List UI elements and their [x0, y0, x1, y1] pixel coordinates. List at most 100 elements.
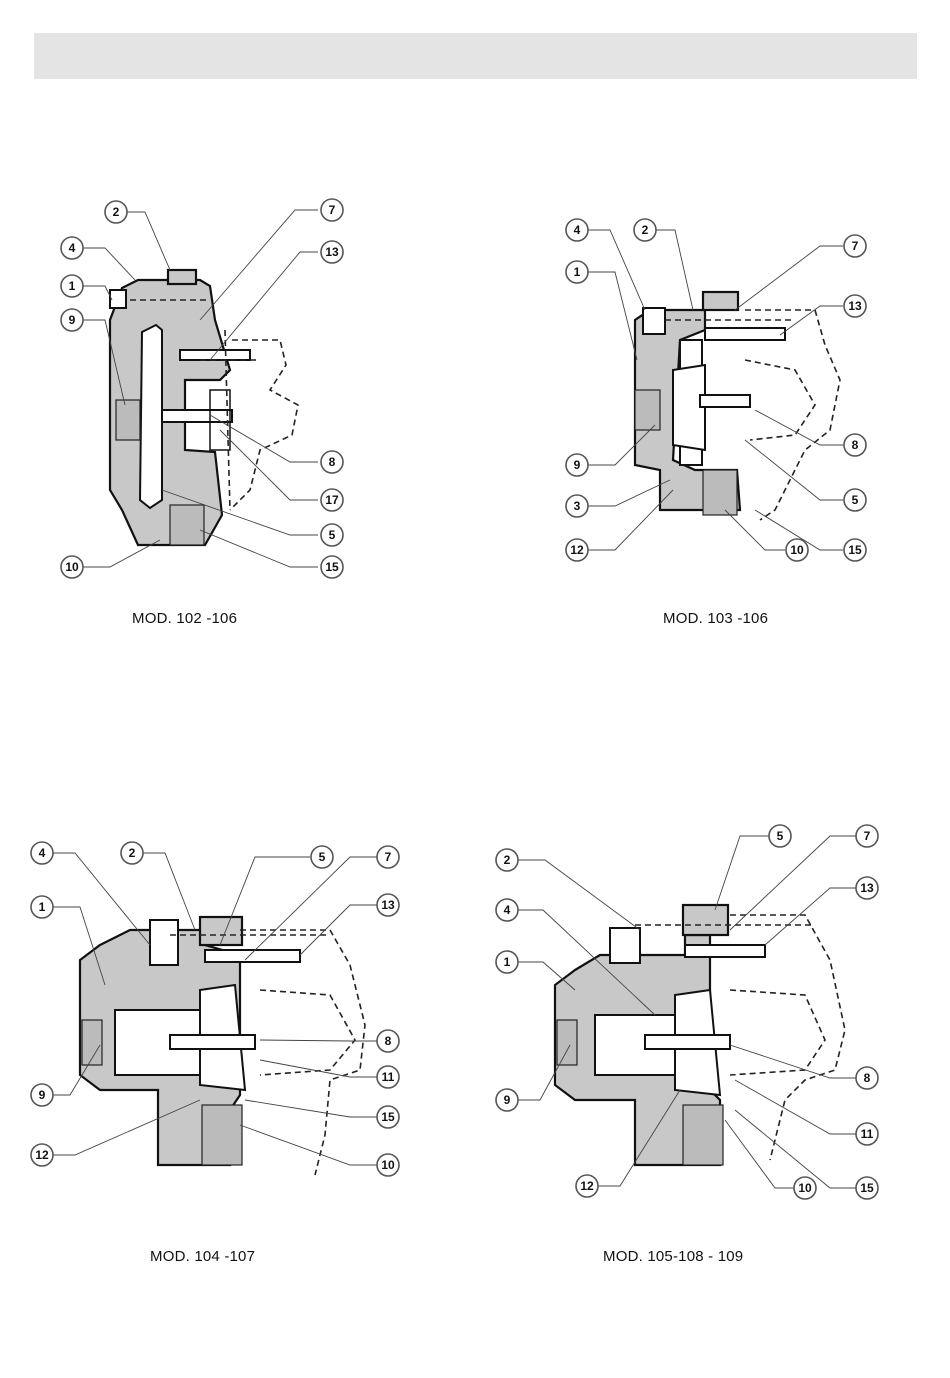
callout-15: 15 — [856, 1177, 878, 1199]
svg-text:8: 8 — [329, 455, 336, 469]
svg-text:8: 8 — [852, 438, 859, 452]
callout-3: 3 — [566, 495, 588, 517]
callout-8: 8 — [844, 434, 866, 456]
callout-5: 5 — [769, 825, 791, 847]
callout-12: 12 — [576, 1175, 598, 1197]
svg-text:11: 11 — [382, 1070, 395, 1084]
callout-13: 13 — [844, 295, 866, 317]
svg-text:9: 9 — [39, 1088, 46, 1102]
svg-text:13: 13 — [860, 881, 874, 895]
svg-text:13: 13 — [325, 245, 339, 259]
svg-text:13: 13 — [381, 898, 395, 912]
callout-9: 9 — [61, 309, 83, 331]
svg-text:4: 4 — [574, 223, 581, 237]
svg-text:15: 15 — [325, 560, 339, 574]
svg-text:1: 1 — [574, 265, 581, 279]
svg-text:15: 15 — [381, 1110, 395, 1124]
svg-text:5: 5 — [777, 829, 784, 843]
callout-13: 13 — [321, 241, 343, 263]
callout-2: 2 — [105, 201, 127, 223]
svg-text:10: 10 — [790, 543, 804, 557]
svg-text:1: 1 — [39, 900, 46, 914]
callout-1: 1 — [496, 951, 518, 973]
svg-text:13: 13 — [848, 299, 862, 313]
callout-10: 10 — [377, 1154, 399, 1176]
svg-text:1: 1 — [69, 279, 76, 293]
caption-mod-105-108-109: MOD. 105-108 - 109 — [603, 1248, 743, 1265]
callout-10: 10 — [794, 1177, 816, 1199]
callout-7: 7 — [321, 199, 343, 221]
callout-2: 2 — [634, 219, 656, 241]
callout-4: 4 — [566, 219, 588, 241]
svg-text:4: 4 — [69, 241, 76, 255]
svg-text:2: 2 — [129, 846, 136, 860]
svg-text:8: 8 — [385, 1034, 392, 1048]
callout-15: 15 — [844, 539, 866, 561]
callout-1: 1 — [566, 261, 588, 283]
callout-13: 13 — [377, 894, 399, 916]
callout-11: 11 — [856, 1123, 878, 1145]
callout-10: 10 — [786, 539, 808, 561]
callout-1: 1 — [61, 275, 83, 297]
callout-13: 13 — [856, 877, 878, 899]
svg-text:7: 7 — [329, 203, 336, 217]
svg-text:1: 1 — [504, 955, 511, 969]
svg-text:10: 10 — [65, 560, 79, 574]
diagram-mod-102-106: 2 4 1 9 7 13 8 17 5 15 10 — [50, 190, 370, 590]
callout-8: 8 — [377, 1030, 399, 1052]
svg-text:7: 7 — [385, 850, 392, 864]
svg-text:11: 11 — [861, 1127, 874, 1141]
diagram-mod-103-106: 4 2 1 7 13 8 5 9 3 12 10 15 — [555, 210, 885, 580]
svg-text:9: 9 — [69, 313, 76, 327]
svg-text:5: 5 — [852, 493, 859, 507]
caption-mod-102-106: MOD. 102 -106 — [132, 610, 237, 627]
callout-7: 7 — [377, 846, 399, 868]
svg-text:9: 9 — [574, 458, 581, 472]
svg-text:2: 2 — [504, 853, 511, 867]
svg-text:15: 15 — [860, 1181, 874, 1195]
svg-text:2: 2 — [642, 223, 649, 237]
svg-text:4: 4 — [39, 846, 46, 860]
svg-text:3: 3 — [574, 499, 581, 513]
callout-7: 7 — [844, 235, 866, 257]
svg-text:12: 12 — [580, 1179, 594, 1193]
callout-5: 5 — [311, 846, 333, 868]
callout-8: 8 — [321, 451, 343, 473]
callout-4: 4 — [61, 237, 83, 259]
callout-17: 17 — [321, 489, 343, 511]
svg-text:17: 17 — [325, 493, 339, 507]
caption-mod-103-106: MOD. 103 -106 — [663, 610, 768, 627]
callout-2: 2 — [121, 842, 143, 864]
callout-5: 5 — [321, 524, 343, 546]
callout-9: 9 — [566, 454, 588, 476]
svg-text:4: 4 — [504, 903, 511, 917]
diagram-mod-105-108-109: 5 7 2 13 4 1 8 11 9 12 10 15 — [485, 820, 885, 1210]
svg-text:12: 12 — [35, 1148, 49, 1162]
svg-text:9: 9 — [504, 1093, 511, 1107]
callout-11: 11 — [377, 1066, 399, 1088]
diagram-mod-104-107: 4 2 5 7 1 13 8 11 9 15 12 10 — [30, 835, 415, 1195]
svg-text:2: 2 — [113, 205, 120, 219]
svg-text:5: 5 — [329, 528, 336, 542]
svg-text:5: 5 — [319, 850, 326, 864]
callout-4: 4 — [31, 842, 53, 864]
callout-15: 15 — [321, 556, 343, 578]
callout-7: 7 — [856, 825, 878, 847]
svg-text:10: 10 — [798, 1181, 812, 1195]
callout-12: 12 — [31, 1144, 53, 1166]
callout-5: 5 — [844, 489, 866, 511]
callout-9: 9 — [496, 1089, 518, 1111]
callout-12: 12 — [566, 539, 588, 561]
callout-8: 8 — [856, 1067, 878, 1089]
callout-1: 1 — [31, 896, 53, 918]
svg-text:15: 15 — [848, 543, 862, 557]
svg-text:12: 12 — [570, 543, 584, 557]
svg-text:7: 7 — [852, 239, 859, 253]
svg-text:10: 10 — [381, 1158, 395, 1172]
caption-mod-104-107: MOD. 104 -107 — [150, 1248, 255, 1265]
callout-15: 15 — [377, 1106, 399, 1128]
callout-2: 2 — [496, 849, 518, 871]
svg-text:7: 7 — [864, 829, 871, 843]
callout-9: 9 — [31, 1084, 53, 1106]
header-bar — [34, 33, 917, 79]
